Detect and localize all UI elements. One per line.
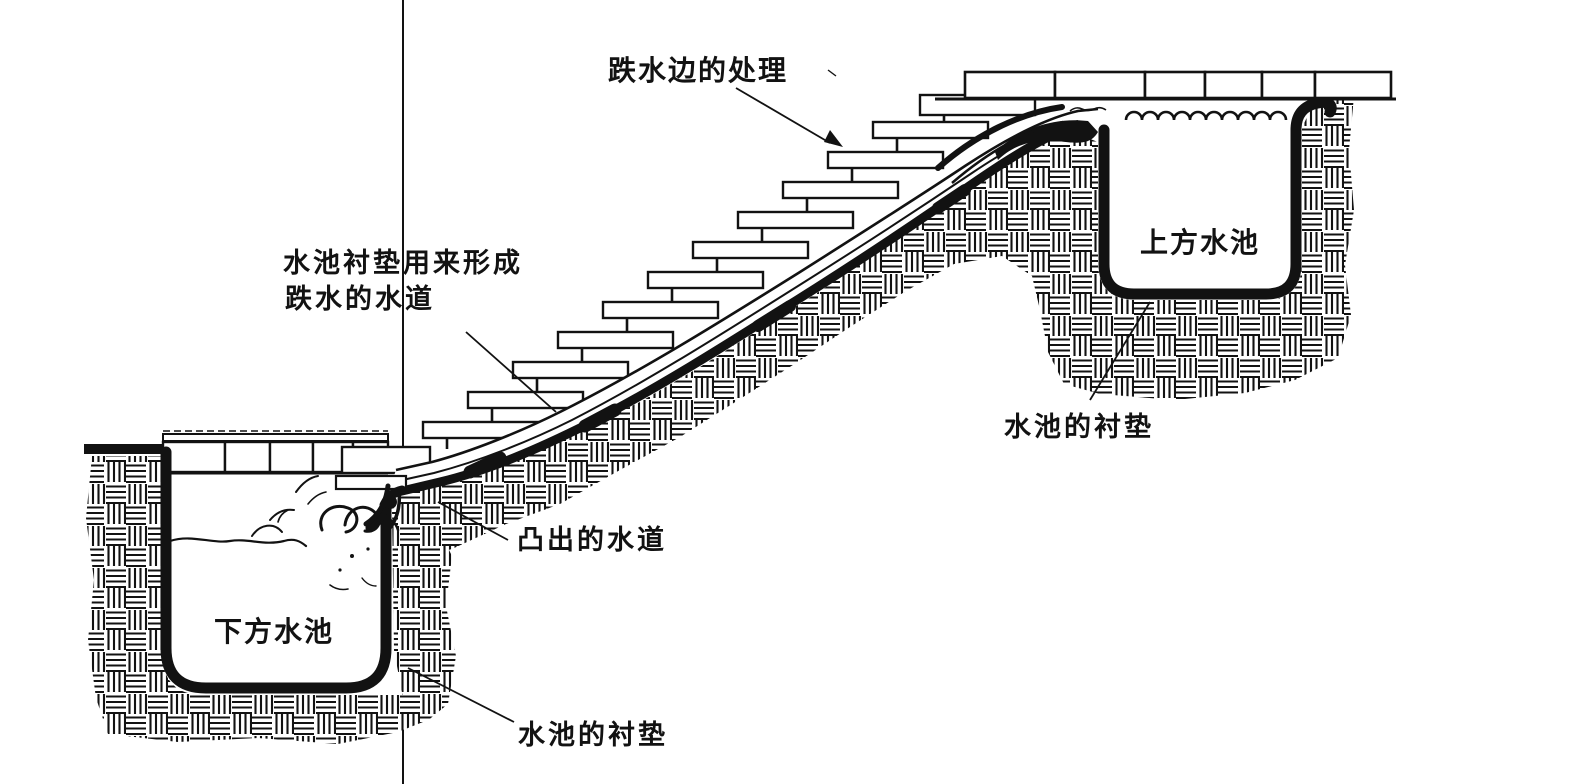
spout-slab bbox=[334, 474, 408, 491]
paving-slab bbox=[963, 70, 1057, 100]
paving-slab bbox=[1143, 70, 1207, 100]
label-protruding-channel: 凸出的水道 bbox=[517, 524, 667, 556]
paving-slab bbox=[1203, 70, 1264, 100]
label-upper-pool: 上方水池 bbox=[1140, 226, 1260, 259]
ground-lower-pool-left bbox=[86, 456, 428, 744]
crest-fold bbox=[995, 120, 1098, 160]
paving-slab bbox=[1260, 70, 1317, 100]
step-slab bbox=[781, 180, 900, 200]
leader-upper-liner bbox=[1089, 301, 1151, 401]
cascade-channel bbox=[379, 104, 1107, 510]
cascade-liner bbox=[379, 123, 1075, 510]
step-slab bbox=[691, 240, 810, 260]
crest-arc-outer bbox=[935, 104, 1065, 171]
paving-slab bbox=[268, 440, 315, 474]
step-slab bbox=[601, 300, 720, 320]
paving-slab bbox=[1053, 70, 1147, 100]
leader-waterfall-edge bbox=[735, 87, 831, 144]
ground-hill-upper bbox=[398, 96, 1354, 556]
label-lower-pool: 下方水池 bbox=[214, 615, 334, 648]
upper-pool-liner-wall bbox=[1098, 97, 1337, 300]
ground-cap-bar bbox=[84, 444, 164, 454]
label-lower-pool-liner: 水池的衬垫 bbox=[518, 719, 668, 751]
lower-pool-water bbox=[168, 475, 402, 591]
crest-arc-inner bbox=[951, 120, 1064, 184]
leader-liner-channel bbox=[465, 331, 557, 413]
stray-mark bbox=[827, 69, 837, 77]
paving-thin-slab bbox=[162, 433, 389, 442]
leader-protruding bbox=[437, 501, 509, 541]
leader-lines bbox=[407, 69, 1151, 723]
step-slab bbox=[826, 150, 945, 170]
paving-slab bbox=[223, 440, 272, 474]
paving-slab bbox=[161, 440, 227, 474]
paving-slab bbox=[1313, 70, 1393, 100]
labels: 跌水边的处理 水池衬垫用来形成 跌水的水道 上方水池 水池的衬垫 凸出的水道 下… bbox=[214, 54, 1260, 751]
label-liner-channel-line1: 水池衬垫用来形成 bbox=[283, 248, 523, 279]
leader-lower-liner bbox=[407, 667, 515, 723]
label-upper-pool-liner: 水池的衬垫 bbox=[1004, 411, 1154, 443]
step-slab bbox=[466, 390, 585, 410]
step-slab bbox=[556, 330, 675, 350]
water-surface bbox=[168, 537, 308, 548]
step-slab bbox=[736, 210, 855, 230]
leader-arrowhead bbox=[824, 130, 843, 147]
label-waterfall-edge: 跌水边的处理 bbox=[608, 54, 788, 87]
label-liner-channel-line2: 跌水的水道 bbox=[285, 283, 435, 315]
lower-pool-liner-wall bbox=[160, 446, 392, 694]
step-slab bbox=[511, 360, 630, 380]
crest-squiggle bbox=[1069, 106, 1107, 112]
channel-top-line bbox=[395, 107, 1099, 472]
step-slab bbox=[871, 120, 990, 140]
upper-pool-water bbox=[1124, 110, 1288, 121]
step-risers bbox=[445, 115, 946, 449]
liner-blotches bbox=[463, 184, 971, 479]
upper-pool-paving bbox=[935, 70, 1396, 101]
step-slab bbox=[646, 270, 765, 290]
channel-mid-line bbox=[397, 120, 1079, 482]
water-scallops bbox=[1124, 110, 1288, 121]
